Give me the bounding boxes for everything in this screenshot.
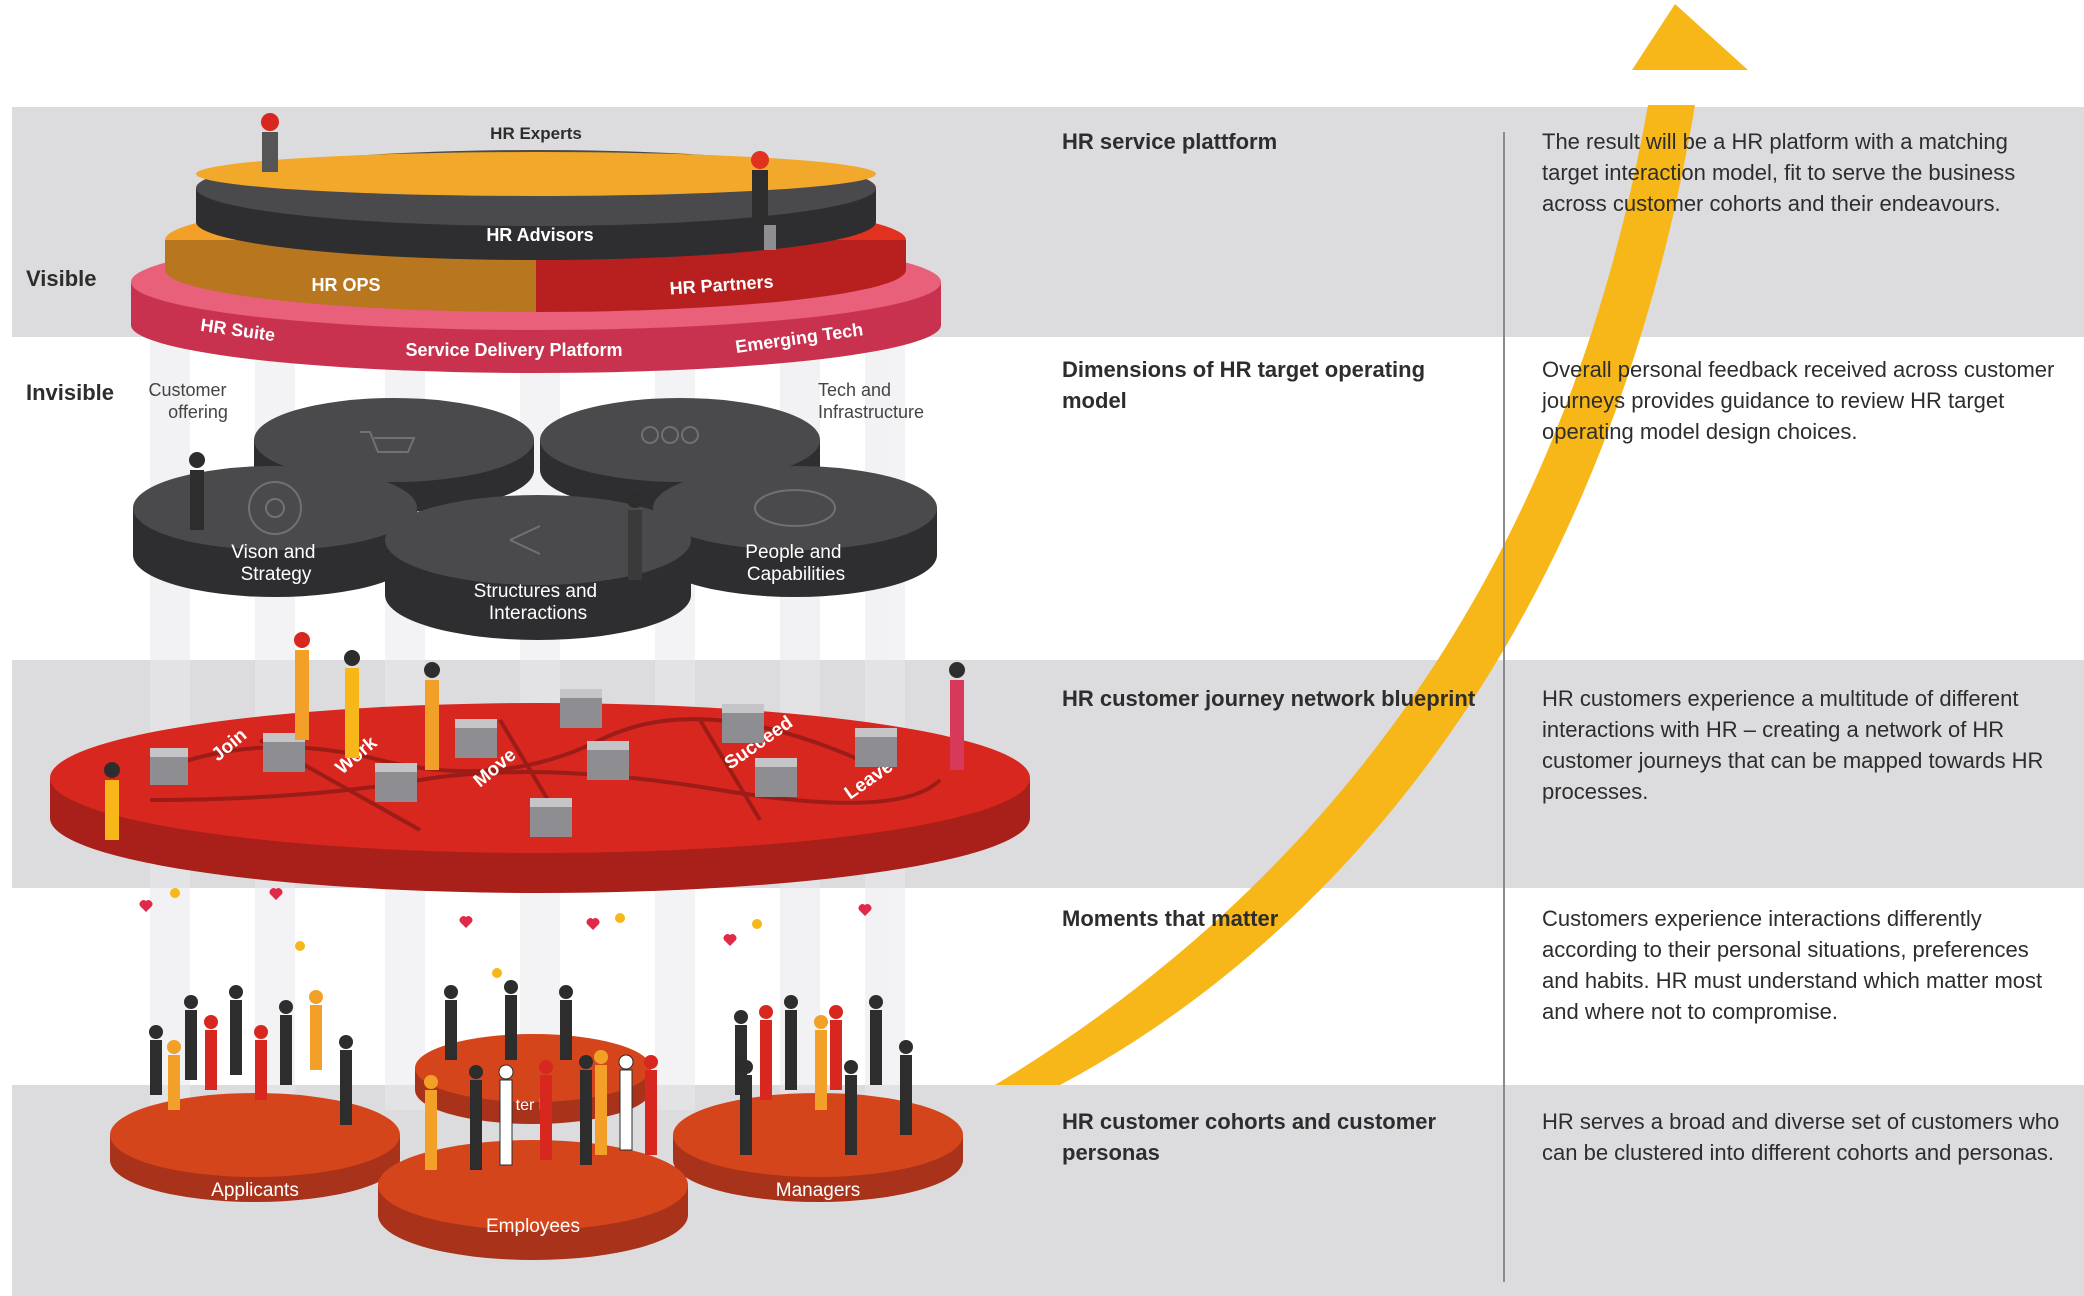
column-divider [1503, 132, 1505, 1282]
customer-offering-line2: offering [168, 402, 228, 422]
vision-label-line1: Vison and [231, 542, 315, 563]
target-icon [248, 481, 302, 535]
people-label-line1: People and [745, 542, 841, 563]
vision-label: Vison and Strategy [231, 542, 320, 585]
dimension-icons [248, 426, 836, 555]
tech-label: Tech and Infrastructure [818, 380, 924, 422]
row-desc-moments: Customers experience interactions differ… [1542, 906, 2043, 1024]
cohort-platform-applicants [110, 1093, 400, 1202]
structures-label-line1: Structures and [474, 581, 598, 602]
cart-icon [360, 431, 416, 453]
team-icon [641, 426, 659, 444]
process-cubes [150, 689, 897, 837]
applicants-label: Applicants [211, 1180, 299, 1201]
people-label-line2: Capabilities [747, 564, 845, 585]
row-desc-service-platform: The result will be a HR platform with a … [1542, 129, 2016, 216]
star-icons [170, 888, 762, 978]
invisible-label: Invisible [26, 380, 115, 405]
cylinder-structures-interactions [385, 495, 691, 640]
hr-advisors-label: HR Advisors [486, 225, 593, 245]
customer-offering-line1: Customer [148, 380, 226, 400]
customer-offering-label: Customer offering [148, 380, 231, 422]
row-desc-journey-network: HR customers experience a multitude of d… [1542, 686, 2044, 804]
row-desc-dimensions: Overall personal feedback received acros… [1542, 357, 2055, 444]
journey-people [104, 632, 965, 840]
visible-label: Visible [26, 266, 97, 291]
row-title-moments: Moments that matter [1062, 906, 1279, 931]
dimension-cylinders [133, 398, 937, 640]
cylinder-people-capabilities [653, 466, 937, 597]
tech-label-line2: Infrastructure [818, 402, 924, 422]
row-title-service-platform: HR service plattform [1062, 129, 1278, 154]
dimension-people [189, 452, 643, 580]
hr-platform-illustration: Applicants Employees Managers ter ls [50, 113, 1030, 1260]
vision-label-line2: Strategy [241, 564, 312, 585]
platform-people [261, 113, 776, 250]
heart-icons [139, 888, 872, 946]
service-delivery-label: Service Delivery Platform [405, 340, 622, 360]
employees-label: Employees [486, 1216, 580, 1237]
cohort-platform-employees [378, 1140, 688, 1260]
hr-experts-label: HR Experts [490, 124, 582, 143]
row-desc-cohorts: HR serves a broad and diverse set of cus… [1542, 1109, 2060, 1165]
hr-ops-label: HR OPS [311, 275, 380, 295]
people-label: People and Capabilities [745, 542, 846, 585]
structures-label-line2: Interactions [489, 603, 587, 624]
structures-label: Structures and Interactions [474, 581, 603, 624]
row-title-dimensions: Dimensions of HR target operating model [1062, 357, 1426, 413]
managers-label: Managers [776, 1180, 861, 1201]
row-title-journey-network: HR customer journey network blueprint [1062, 686, 1476, 711]
target-icon-center [265, 498, 285, 518]
arrow-head [1632, 4, 1748, 70]
tech-label-line1: Tech and [818, 380, 891, 400]
network-icon [509, 525, 541, 555]
person-icon [754, 489, 836, 527]
row-title-cohorts: HR customer cohorts and customer persona… [1062, 1109, 1437, 1165]
people-crowd [149, 980, 913, 1170]
